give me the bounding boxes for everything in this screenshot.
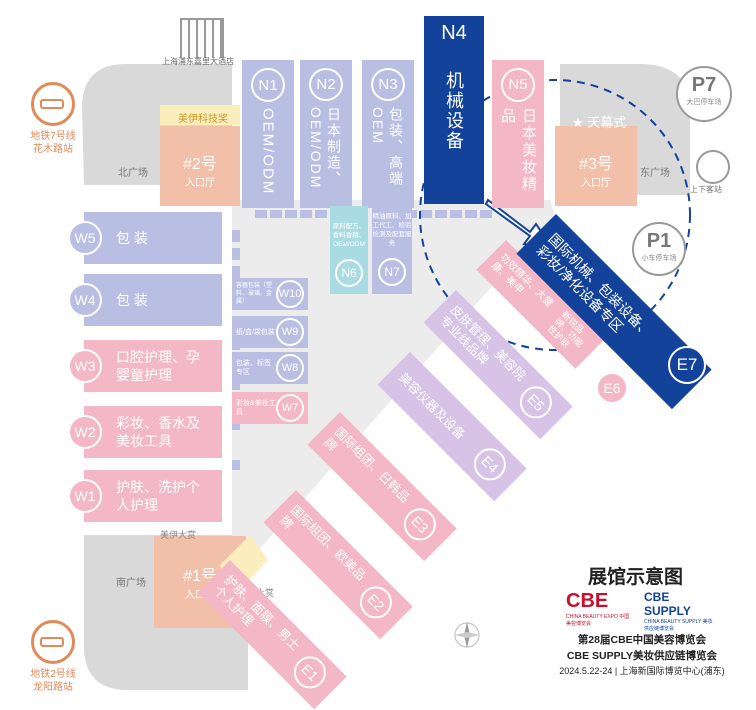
- hall-code: N5: [501, 68, 535, 102]
- hall-code: W8: [276, 354, 304, 382]
- highlight-dashed-circle: [419, 79, 691, 351]
- hall-name: 纸/盒/袋包装: [236, 328, 275, 336]
- metro-station-label: 花木路站: [33, 144, 73, 155]
- canopy-label: ★ 天幕式: [572, 115, 627, 130]
- hall-code: N7: [378, 258, 406, 286]
- hall-name: 日本制造、OEM/ODM: [308, 107, 342, 190]
- hall-w3[interactable]: W3 口腔护理、孕婴童护理: [68, 340, 222, 392]
- entrance-3[interactable]: #3号 入口厅: [556, 150, 636, 189]
- hall-code: W4: [68, 283, 102, 317]
- parking-code: P7: [691, 74, 717, 96]
- hall-name: 机械设备: [444, 71, 464, 151]
- meiyi-award-label-top: 美伊大赏: [160, 530, 197, 540]
- hall-n6[interactable]: 原料配方、香料香精、OEM/ODM N6: [330, 206, 368, 294]
- metro-line-label: 地铁2号线: [30, 669, 76, 680]
- hall-code: N2: [309, 68, 343, 102]
- cbe-logo-text: CBE: [566, 590, 609, 612]
- hall-name: 原料配方、香料香精、OEM/ODM: [332, 223, 366, 248]
- hall-name: 日本美妆精品: [499, 107, 537, 193]
- hall-code: W3: [68, 349, 102, 383]
- hall-n7[interactable]: 精油原料、加工代工、检验检测及配套服务 N7: [372, 206, 412, 294]
- hall-name: 彩妆、香水及美妆工具: [116, 415, 200, 449]
- hall-name: 包 装: [116, 292, 148, 308]
- metro-icon: [31, 620, 75, 664]
- hall-name: 口腔护理、孕婴童护理: [116, 349, 200, 383]
- hall-name: OEM/ODM: [259, 108, 277, 196]
- entrance-number: #3号: [579, 156, 613, 173]
- hall-w4[interactable]: W4 包 装: [68, 274, 222, 326]
- parking-p1: P1 小车停车场: [632, 222, 686, 276]
- hall-code: W2: [68, 415, 102, 449]
- north-plaza-label: 北广场: [118, 168, 148, 179]
- hall-name: 容器包装（塑料、玻璃、金属）: [236, 283, 273, 305]
- hall-code: N1: [251, 68, 285, 102]
- map-title: 展馆示意图: [588, 567, 684, 588]
- hall-e6-code: E6: [596, 372, 628, 404]
- metro-icon: [31, 82, 75, 126]
- hall-w2[interactable]: W2 彩妆、香水及美妆工具: [68, 406, 222, 458]
- parking-label: 大巴停车场: [686, 99, 722, 106]
- canopy-text: 天幕式: [587, 115, 627, 130]
- hall-w9[interactable]: 纸/盒/袋包装 W9: [232, 316, 308, 348]
- hall-n5[interactable]: N5 日本美妆精品: [492, 60, 544, 208]
- hall-n1[interactable]: N1 OEM/ODM: [242, 60, 294, 208]
- hall-code: W9: [276, 318, 304, 346]
- hall-name: 护肤、洗护个人护理: [116, 479, 200, 513]
- hall-w7[interactable]: 彩妆&美妆工具 W7: [232, 392, 308, 424]
- hall-code: N6: [335, 259, 363, 287]
- shuttle-label: 上下客站: [690, 185, 722, 194]
- hall-code: N3: [371, 68, 405, 102]
- metro-station-2: 地铁2号线 龙阳路站: [18, 620, 88, 694]
- hotel-label: 上海浦东嘉里大酒店: [162, 57, 234, 66]
- hall-w1[interactable]: W1 护肤、洗护个人护理: [68, 470, 222, 522]
- hall-name: 包装、高端OEM: [370, 107, 404, 188]
- shuttle-bus-icon: [696, 150, 730, 184]
- hotel-building-icon: [180, 18, 224, 58]
- cbe-logo: CBE CHINA BEAUTY EXPO 中国美容博览会: [566, 590, 634, 627]
- hall-code: W5: [68, 221, 102, 255]
- entrance-label: 入口厅: [581, 178, 611, 189]
- hall-code: W7: [276, 394, 304, 422]
- hall-code: W1: [68, 479, 102, 513]
- entrance-2[interactable]: #2号 入口厅: [160, 150, 240, 189]
- hall-code: W10: [276, 280, 304, 308]
- meiyi-tech-label: 美伊科技奖: [178, 114, 228, 125]
- parking-code: P1: [646, 230, 672, 252]
- entrance-label: 入口厅: [185, 178, 215, 189]
- event-title-1: 第28届CBE中国美容博览会: [577, 634, 707, 646]
- entrance3-block: [555, 126, 637, 206]
- parking-p7: P7 大巴停车场: [676, 66, 732, 122]
- compass-icon: [454, 622, 480, 648]
- entrance2-block: [160, 126, 240, 206]
- meiyi-tech-block: [160, 105, 240, 125]
- hall-name: 彩妆&美妆工具: [236, 400, 276, 416]
- cbe-logo-sub: CHINA BEAUTY EXPO 中国美容博览会: [566, 614, 630, 627]
- hall-e7-code: E7: [668, 346, 706, 384]
- east-plaza-label: 东广场: [640, 168, 670, 179]
- hall-name: 包装、标签专区: [236, 360, 271, 376]
- entrance-number: #2号: [183, 156, 217, 173]
- event-date: 2024.5.22-24 | 上海新国际博览中心(浦东): [559, 666, 725, 676]
- hall-w8[interactable]: 包装、标签专区 W8: [232, 352, 308, 384]
- parking-label: 小车停车场: [641, 255, 677, 262]
- hall-n2[interactable]: N2 日本制造、OEM/ODM: [300, 60, 352, 208]
- hall-name: 精油原料、加工代工、检验检测及配套服务: [372, 213, 412, 247]
- metro-line-label: 地铁7号线: [30, 131, 76, 142]
- south-plaza-label: 南广场: [116, 578, 146, 589]
- hall-w10[interactable]: 容器包装（塑料、玻璃、金属） W10: [232, 278, 308, 310]
- hall-n3[interactable]: N3 包装、高端OEM: [362, 60, 414, 208]
- metro-station-label: 龙阳路站: [33, 682, 73, 693]
- hall-name: 包 装: [116, 230, 148, 246]
- supply-logo-text: CBE SUPPLY: [644, 590, 691, 618]
- hall-code: N4: [441, 22, 467, 44]
- event-title-2: CBE SUPPLY美妆供应链博览会: [566, 650, 718, 662]
- cbe-supply-logo: CBE SUPPLY CHINA BEAUTY SUPPLY 美妆供应链博览会: [644, 590, 714, 632]
- hall-n4[interactable]: N4 机械设备: [424, 16, 484, 204]
- metro-station-7: 地铁7号线 花木路站: [18, 82, 88, 156]
- hall-w5[interactable]: W5 包 装: [68, 212, 222, 264]
- supply-logo-sub: CHINA BEAUTY SUPPLY 美妆供应链博览会: [644, 619, 713, 632]
